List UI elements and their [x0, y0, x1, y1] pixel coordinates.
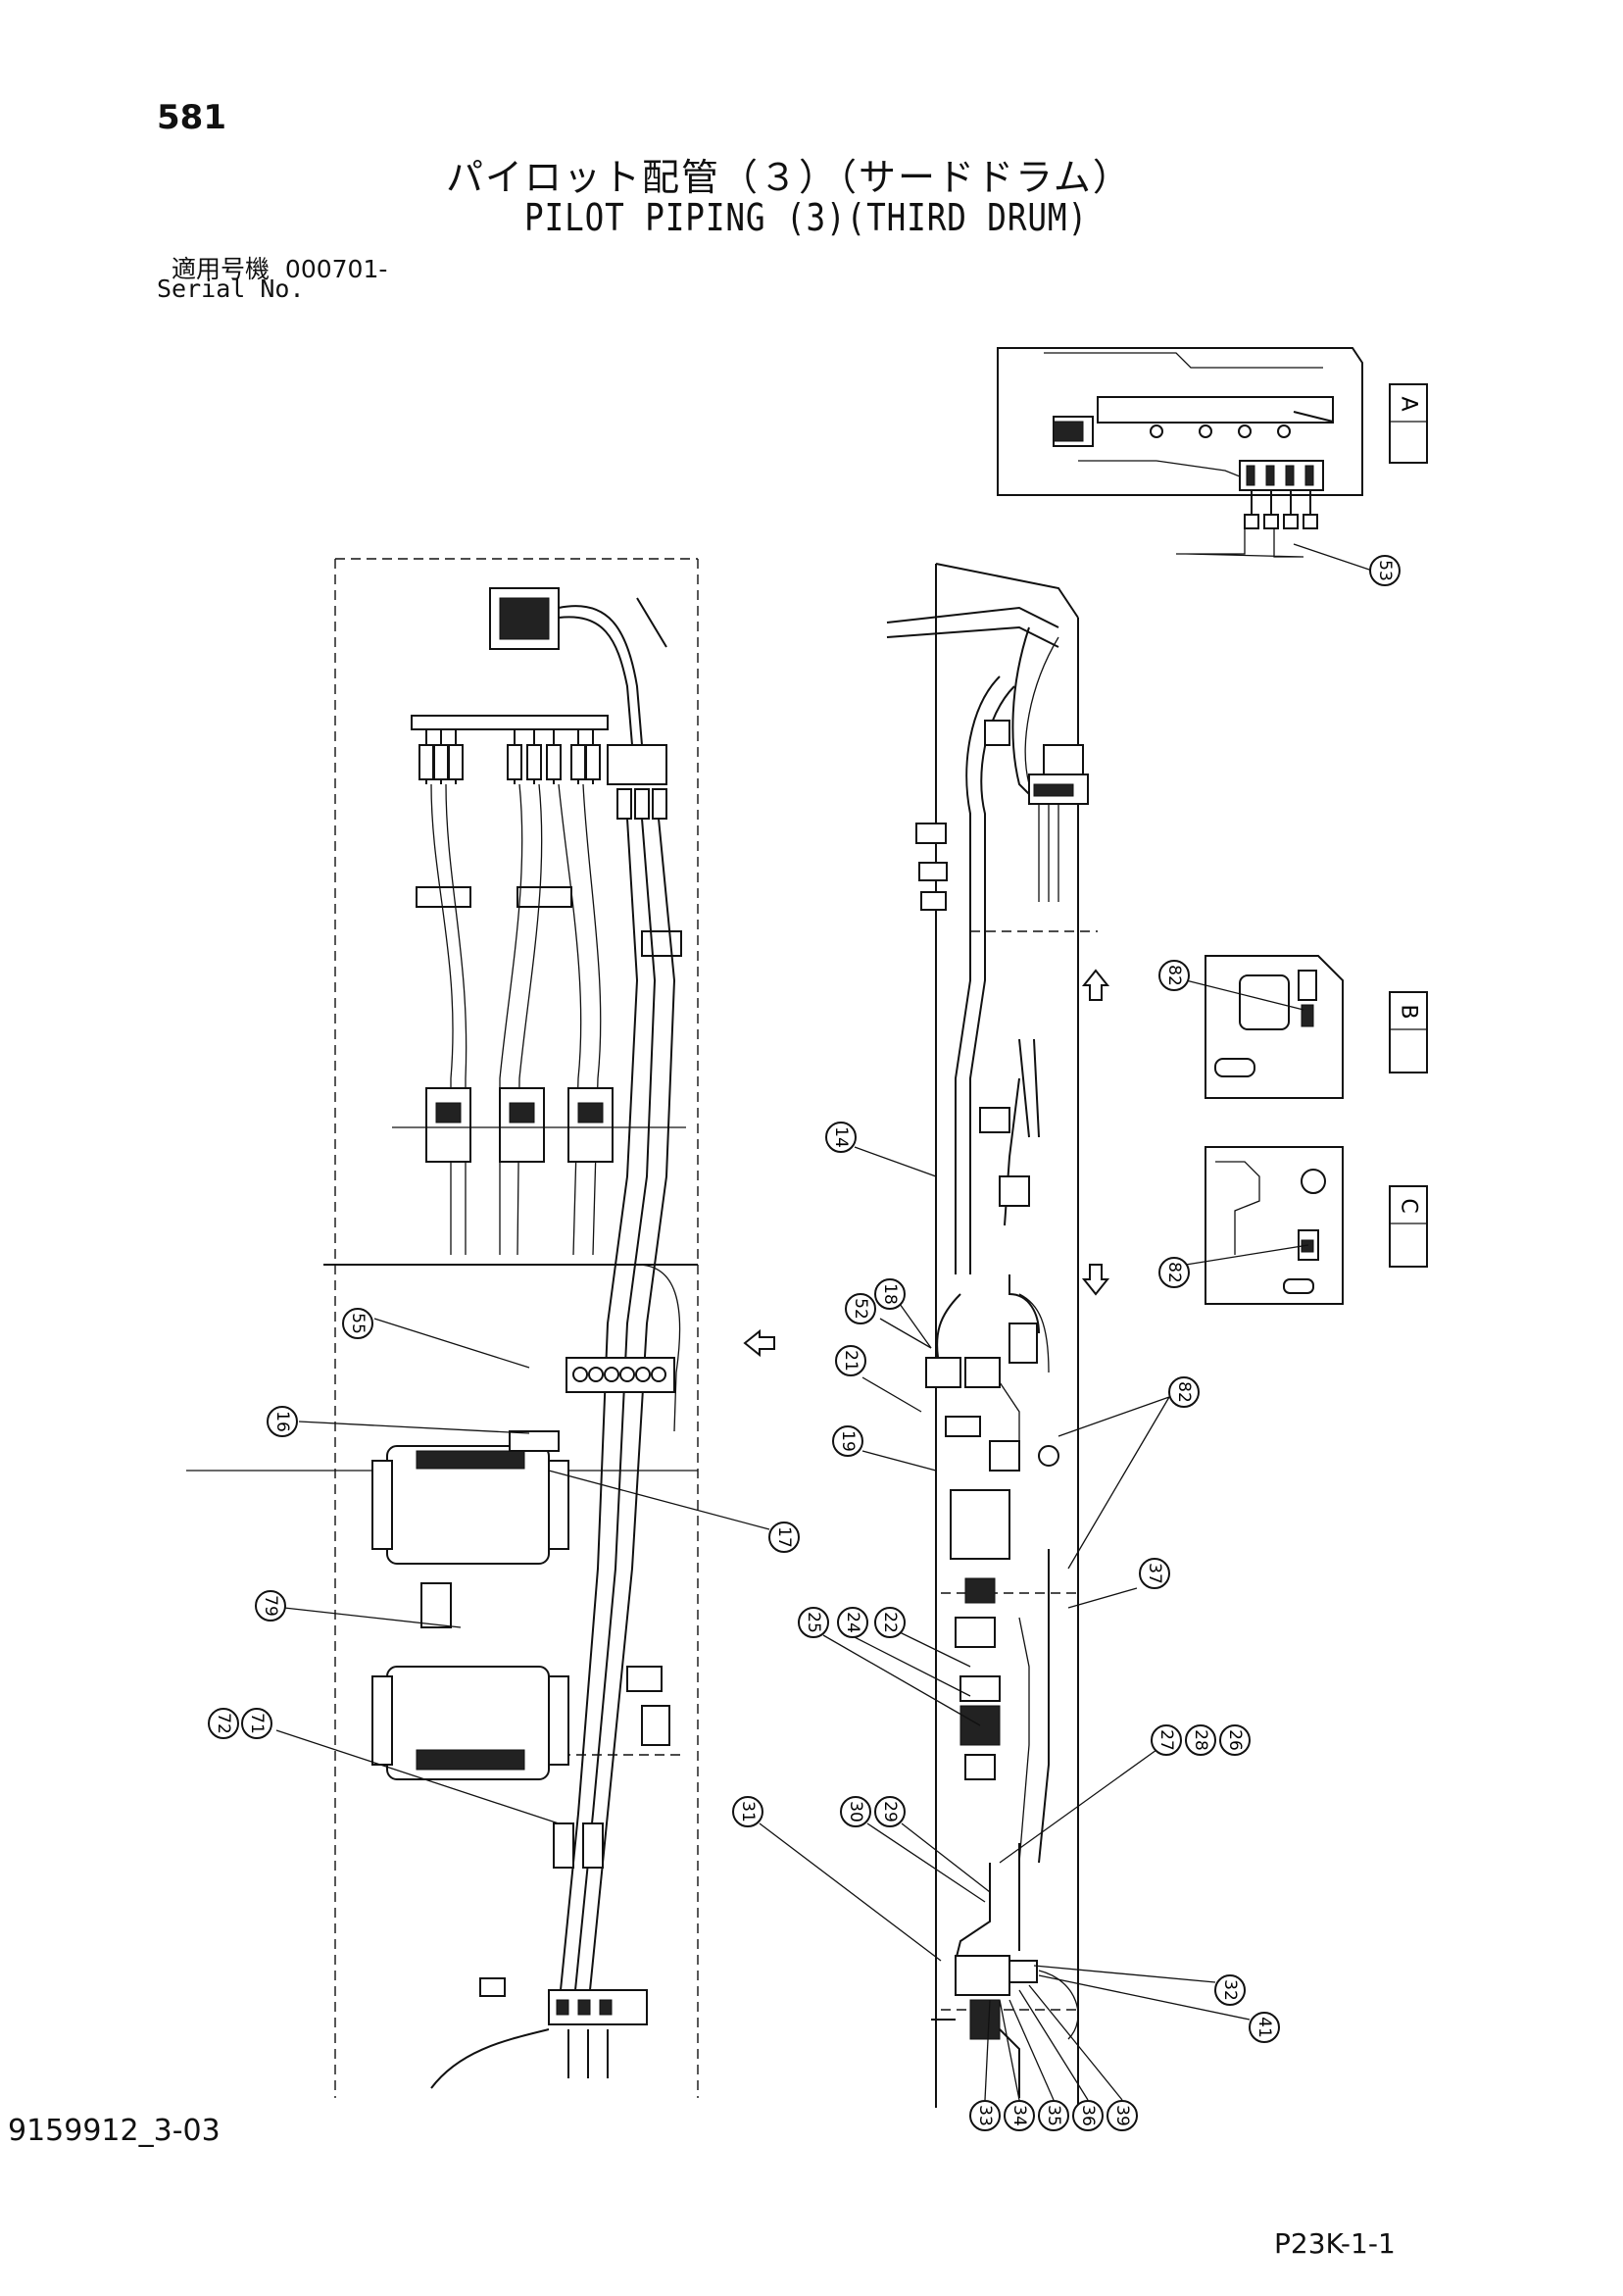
- svg-text:28: 28: [1191, 1729, 1210, 1751]
- callout-30: 30: [840, 1796, 871, 1827]
- title-japanese: パイロット配管（３）（サードドラム）: [446, 156, 1132, 199]
- callout-35: 35: [1038, 2100, 1069, 2131]
- svg-text:53: 53: [1375, 560, 1395, 581]
- page-number: 581: [157, 98, 226, 137]
- svg-text:16: 16: [272, 1411, 292, 1432]
- svg-text:21: 21: [841, 1350, 861, 1372]
- svg-text:71: 71: [247, 1713, 267, 1734]
- callout-37: 37: [1139, 1558, 1170, 1589]
- svg-text:35: 35: [1044, 2105, 1063, 2126]
- svg-text:41: 41: [1254, 2017, 1274, 2038]
- svg-text:34: 34: [1009, 2105, 1029, 2126]
- callout-53: 53: [1369, 555, 1401, 586]
- svg-text:36: 36: [1078, 2105, 1098, 2126]
- callout-82-main: 82: [1168, 1376, 1200, 1408]
- callout-14: 14: [825, 1122, 857, 1153]
- callout-17: 17: [768, 1522, 800, 1553]
- callout-79: 79: [255, 1590, 286, 1622]
- title-english: PILOT PIPING (3)(THIRD DRUM): [524, 196, 1088, 239]
- svg-text:55: 55: [348, 1313, 368, 1334]
- svg-text:26: 26: [1225, 1729, 1245, 1751]
- svg-text:52: 52: [851, 1298, 870, 1320]
- callout-29: 29: [874, 1796, 906, 1827]
- callout-36: 36: [1072, 2100, 1104, 2131]
- callout-22: 22: [874, 1607, 906, 1638]
- callout-55: 55: [342, 1308, 373, 1339]
- serial-value: 000701-: [284, 255, 388, 283]
- svg-text:14: 14: [831, 1126, 851, 1148]
- right-leaders: [759, 543, 1373, 2101]
- callout-34: 34: [1004, 2100, 1035, 2131]
- svg-text:82: 82: [1164, 965, 1184, 986]
- callout-19: 19: [832, 1425, 863, 1457]
- callout-16: 16: [267, 1406, 298, 1437]
- callout-82-b: 82: [1158, 960, 1190, 991]
- svg-text:22: 22: [880, 1612, 900, 1633]
- svg-text:33: 33: [975, 2105, 995, 2126]
- serial-label-jp: 適用号機: [172, 255, 270, 283]
- callout-72: 72: [208, 1708, 239, 1739]
- view-c-letter: C: [1397, 1198, 1421, 1213]
- callout-39: 39: [1107, 2100, 1138, 2131]
- view-b-letter: B: [1397, 1004, 1421, 1019]
- right-main-view: [886, 563, 1098, 2108]
- view-b-inset: B: [1185, 955, 1428, 1099]
- serial-label-en: Serial No.: [157, 275, 305, 303]
- svg-text:32: 32: [1220, 1979, 1240, 2001]
- callout-28: 28: [1185, 1724, 1216, 1756]
- svg-text:24: 24: [843, 1612, 862, 1633]
- svg-text:72: 72: [214, 1713, 233, 1734]
- serial-applicability: 適用号機 000701-: [172, 250, 387, 285]
- page-code: P23K-1-1: [1274, 2227, 1396, 2260]
- svg-text:31: 31: [738, 1801, 758, 1822]
- callout-24: 24: [837, 1607, 868, 1638]
- svg-text:19: 19: [838, 1430, 858, 1452]
- svg-text:25: 25: [804, 1612, 823, 1633]
- left-main-view: [186, 558, 699, 2098]
- svg-text:29: 29: [880, 1801, 900, 1822]
- callout-31: 31: [732, 1796, 763, 1827]
- callout-33: 33: [969, 2100, 1001, 2131]
- svg-text:82: 82: [1174, 1381, 1194, 1403]
- callout-26: 26: [1219, 1724, 1251, 1756]
- view-a-inset: [997, 347, 1428, 558]
- callout-18: 18: [874, 1278, 906, 1310]
- callout-71: 71: [241, 1708, 272, 1739]
- callout-82-c: 82: [1158, 1257, 1190, 1288]
- direction-arrows: [743, 969, 1110, 1358]
- view-a-letter: A: [1397, 396, 1421, 411]
- svg-text:30: 30: [846, 1801, 865, 1822]
- callout-52: 52: [845, 1293, 876, 1324]
- callout-27: 27: [1151, 1724, 1182, 1756]
- svg-text:17: 17: [774, 1526, 794, 1548]
- svg-text:18: 18: [880, 1283, 900, 1305]
- svg-text:82: 82: [1164, 1262, 1184, 1283]
- svg-text:37: 37: [1145, 1563, 1164, 1584]
- svg-text:79: 79: [261, 1595, 280, 1617]
- document-id: 9159912_3-03: [8, 2114, 221, 2148]
- left-leaders: [275, 1318, 770, 1824]
- view-c-inset: C: [1185, 1146, 1428, 1305]
- callout-25: 25: [798, 1607, 829, 1638]
- view-a-label: A: [1397, 396, 1421, 411]
- callout-32: 32: [1214, 1974, 1246, 2006]
- svg-text:27: 27: [1156, 1729, 1176, 1751]
- callout-21: 21: [835, 1345, 866, 1376]
- callout-41: 41: [1249, 2012, 1280, 2043]
- svg-text:39: 39: [1112, 2105, 1132, 2126]
